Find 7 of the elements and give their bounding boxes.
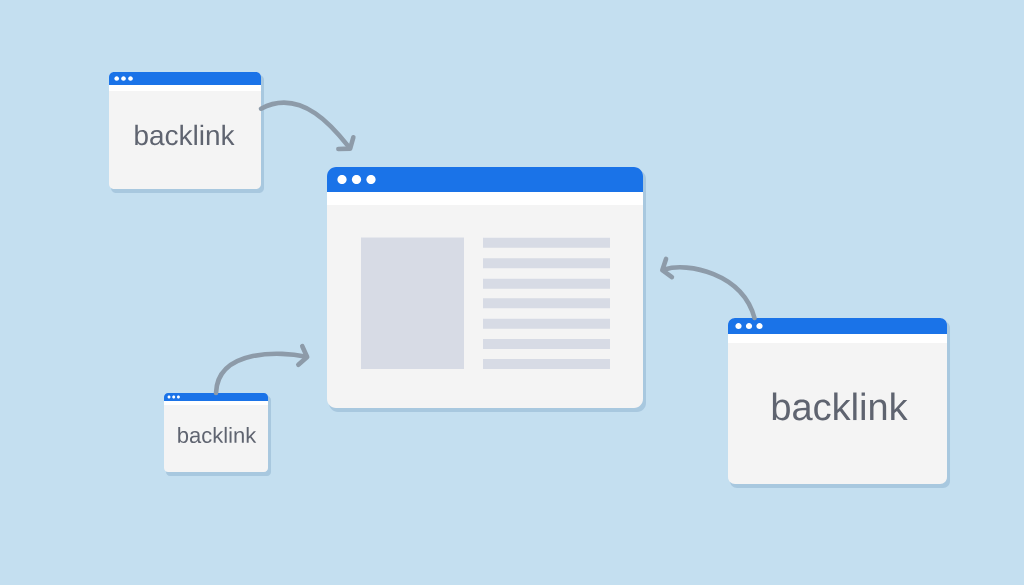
curved-arrow	[213, 343, 310, 396]
browser-window: backlink	[164, 393, 271, 476]
browser-window: backlink	[728, 318, 950, 488]
browser-window	[327, 167, 646, 412]
browser-window: backlink	[109, 72, 264, 193]
curved-arrow	[660, 256, 757, 321]
curved-arrow	[258, 100, 356, 152]
